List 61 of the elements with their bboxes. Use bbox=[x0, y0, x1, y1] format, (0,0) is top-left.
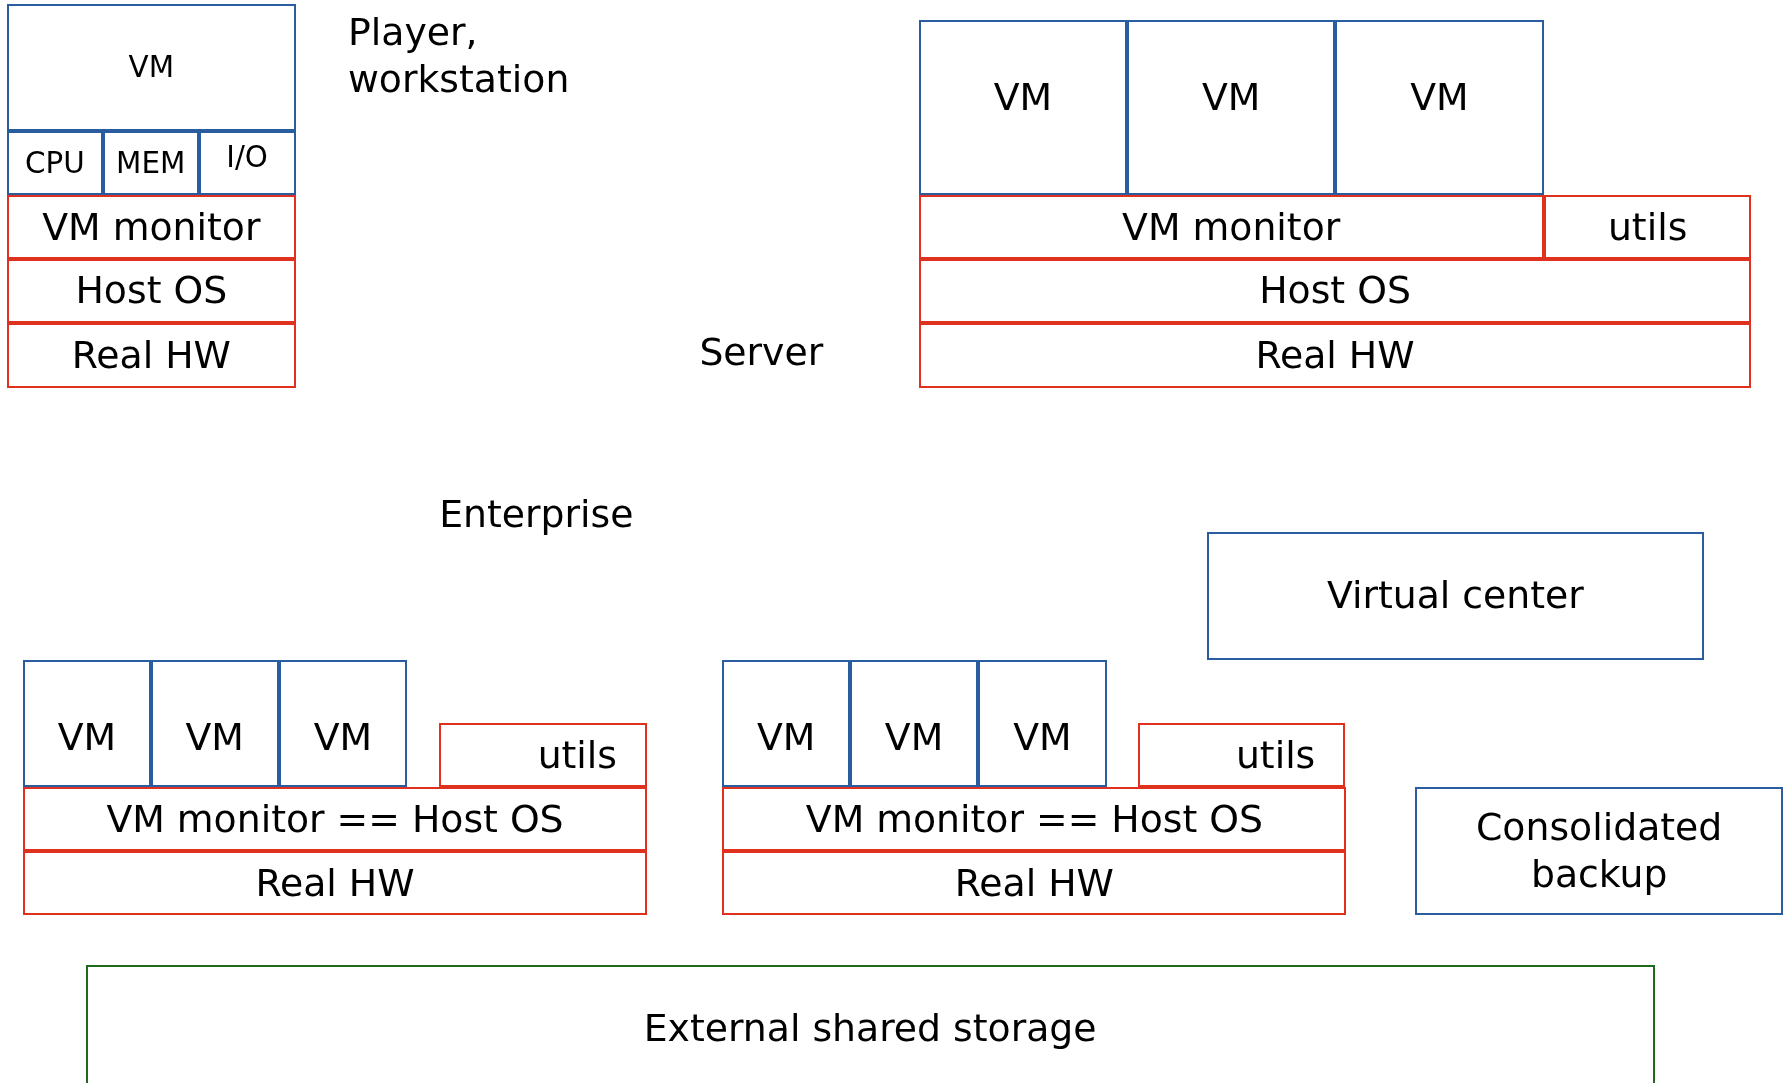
layer-box bbox=[22, 787, 648, 852]
layer-box bbox=[722, 851, 1347, 916]
layer-box bbox=[918, 323, 1752, 389]
layer-box bbox=[1127, 19, 1336, 196]
box-label: MEM bbox=[116, 144, 186, 182]
box-label: I/O bbox=[226, 139, 268, 177]
box-label: VM bbox=[128, 49, 175, 86]
box-label: VM monitor == Host OS bbox=[106, 795, 564, 843]
box-label: VM bbox=[884, 713, 944, 761]
layer-box bbox=[1137, 723, 1346, 788]
layer-box bbox=[1335, 19, 1544, 196]
box-label: Virtual center bbox=[1326, 572, 1584, 620]
layer-box bbox=[7, 259, 296, 323]
layer-box bbox=[278, 659, 408, 788]
box-label: External shared storage bbox=[643, 1004, 1097, 1052]
box-label: Real HW bbox=[255, 859, 415, 907]
box-label: CPU bbox=[25, 144, 85, 182]
box-label: VM monitor bbox=[1122, 203, 1341, 251]
layer-box bbox=[918, 195, 1544, 260]
box-label: VM bbox=[313, 713, 373, 761]
box-label: VM bbox=[757, 713, 816, 761]
box-label: Real HW bbox=[954, 859, 1114, 907]
section-label: Enterprise bbox=[439, 490, 635, 538]
section-label: Player, workstation bbox=[348, 9, 571, 104]
box-label: utils bbox=[1607, 203, 1688, 251]
box-label: utils bbox=[537, 731, 618, 779]
box-label: Real HW bbox=[71, 331, 231, 379]
layer-box bbox=[918, 259, 1752, 323]
layer-box bbox=[1207, 531, 1704, 660]
layer-box bbox=[1414, 787, 1784, 916]
layer-box bbox=[977, 659, 1107, 788]
layer-box bbox=[7, 3, 296, 132]
box-label: Host OS bbox=[75, 267, 228, 315]
layer-box bbox=[7, 323, 296, 389]
layer-box bbox=[439, 723, 648, 788]
layer-box bbox=[722, 659, 851, 788]
layer-box bbox=[722, 787, 1347, 852]
section-label: Server bbox=[699, 328, 825, 376]
box-label: VM bbox=[185, 713, 244, 761]
box-label: VM monitor bbox=[42, 203, 261, 251]
box-label: VM bbox=[993, 73, 1053, 121]
box-label: VM bbox=[1202, 73, 1261, 121]
layer-box bbox=[85, 965, 1655, 1083]
box-label: utils bbox=[1235, 731, 1316, 779]
layer-box bbox=[7, 195, 296, 260]
layer-box bbox=[198, 131, 296, 196]
box-label: Consolidated backup bbox=[1475, 804, 1724, 899]
layer-box bbox=[150, 659, 279, 788]
box-label: Real HW bbox=[1255, 331, 1415, 379]
layer-box bbox=[22, 851, 648, 916]
layer-box bbox=[102, 131, 199, 196]
layer-box bbox=[22, 659, 151, 788]
box-label: VM bbox=[1013, 713, 1072, 761]
layer-box bbox=[918, 19, 1128, 196]
box-label: VM monitor == Host OS bbox=[805, 795, 1263, 843]
box-label: VM bbox=[1410, 73, 1469, 121]
box-label: VM bbox=[57, 713, 117, 761]
box-label: Host OS bbox=[1259, 267, 1411, 315]
layer-box bbox=[850, 659, 978, 788]
layer-box bbox=[7, 131, 103, 196]
layer-box bbox=[1543, 195, 1752, 260]
